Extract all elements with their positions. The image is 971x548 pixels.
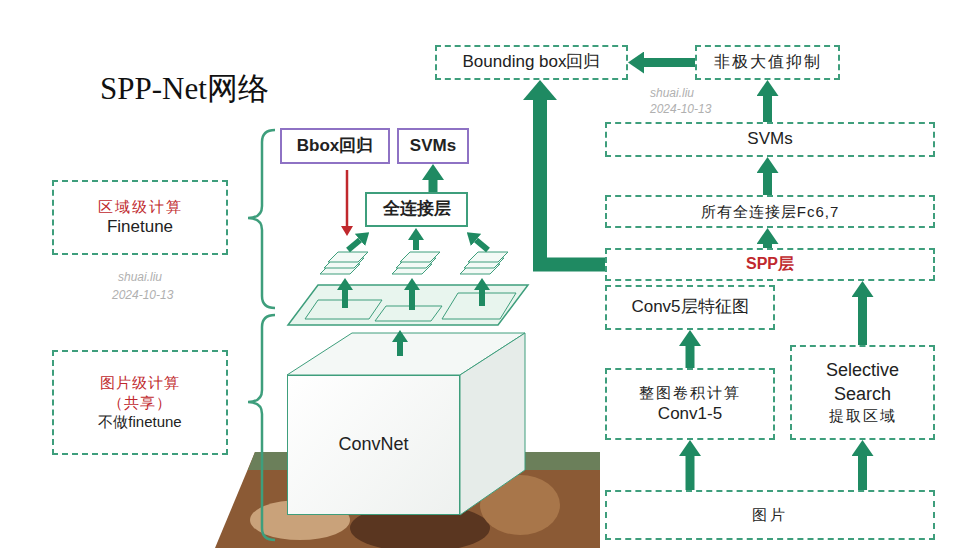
bracket (248, 130, 275, 308)
process-box: 所有全连接层Fc6,7 (605, 195, 935, 228)
watermark: 2024-10-13 (650, 102, 711, 116)
node-text: 非极大值抑制 (714, 52, 822, 73)
node-text: 提取区域 (829, 406, 897, 426)
node-text: Conv1-5 (658, 403, 722, 425)
process-box: Selective Search提取区域 (790, 345, 935, 440)
flow-arrow (858, 456, 867, 490)
node-text: ConvNet (338, 433, 408, 456)
node-text: 图片级计算 （共享） (96, 373, 185, 412)
node-text: 全连接层 (383, 198, 451, 220)
flow-arrow (540, 100, 605, 265)
node-text: 图片 (752, 505, 788, 525)
watermark: shuai.liu (118, 270, 162, 284)
output-box: Bbox回归 (280, 128, 390, 164)
node-text: SVMs (747, 128, 792, 150)
flow-arrow (644, 58, 695, 67)
feature-map (288, 285, 528, 325)
watermark: 2024-10-13 (112, 288, 173, 302)
node-text: SVMs (410, 135, 456, 157)
note-box: 区域级计算Finetune (52, 180, 228, 255)
input-box: 图片 (605, 490, 935, 540)
process-box: SVMs (605, 122, 935, 157)
process-box: SPP层 (605, 248, 935, 281)
process-box: 非极大值抑制 (695, 45, 840, 80)
watermark: shuai.liu (650, 86, 694, 100)
bracket (248, 315, 275, 540)
cube-side (460, 333, 525, 515)
node-text: Conv5层特征图 (631, 296, 748, 318)
flow-arrow (763, 173, 772, 195)
process-box: Bounding box回归 (435, 45, 628, 80)
note-box: 图片级计算 （共享）不做finetune (52, 350, 228, 455)
node-text: Finetune (107, 216, 173, 238)
flow-arrow (429, 180, 438, 192)
node-text: 不做finetune (98, 412, 181, 432)
flow-arrow (858, 297, 867, 345)
node-text: 区域级计算 (98, 197, 183, 217)
node-text: Bbox回归 (297, 135, 374, 157)
flow-arrow (686, 346, 695, 368)
flow-arrow (763, 96, 772, 122)
process-box: Conv5层特征图 (605, 285, 775, 330)
node-text: SPP层 (746, 254, 794, 275)
node-text: Bounding box回归 (463, 51, 601, 73)
node-text: 整图卷积计算 (639, 383, 741, 403)
convnet-block: ConvNet (287, 375, 460, 515)
flow-arrow (686, 456, 695, 490)
process-box: 整图卷积计算Conv1-5 (605, 368, 775, 440)
layer-box: 全连接层 (365, 192, 468, 227)
output-box: SVMs (397, 128, 469, 164)
title: SPP-Net网络 (100, 68, 269, 110)
node-text: Selective Search (809, 359, 917, 406)
node-text: 所有全连接层Fc6,7 (701, 202, 840, 222)
